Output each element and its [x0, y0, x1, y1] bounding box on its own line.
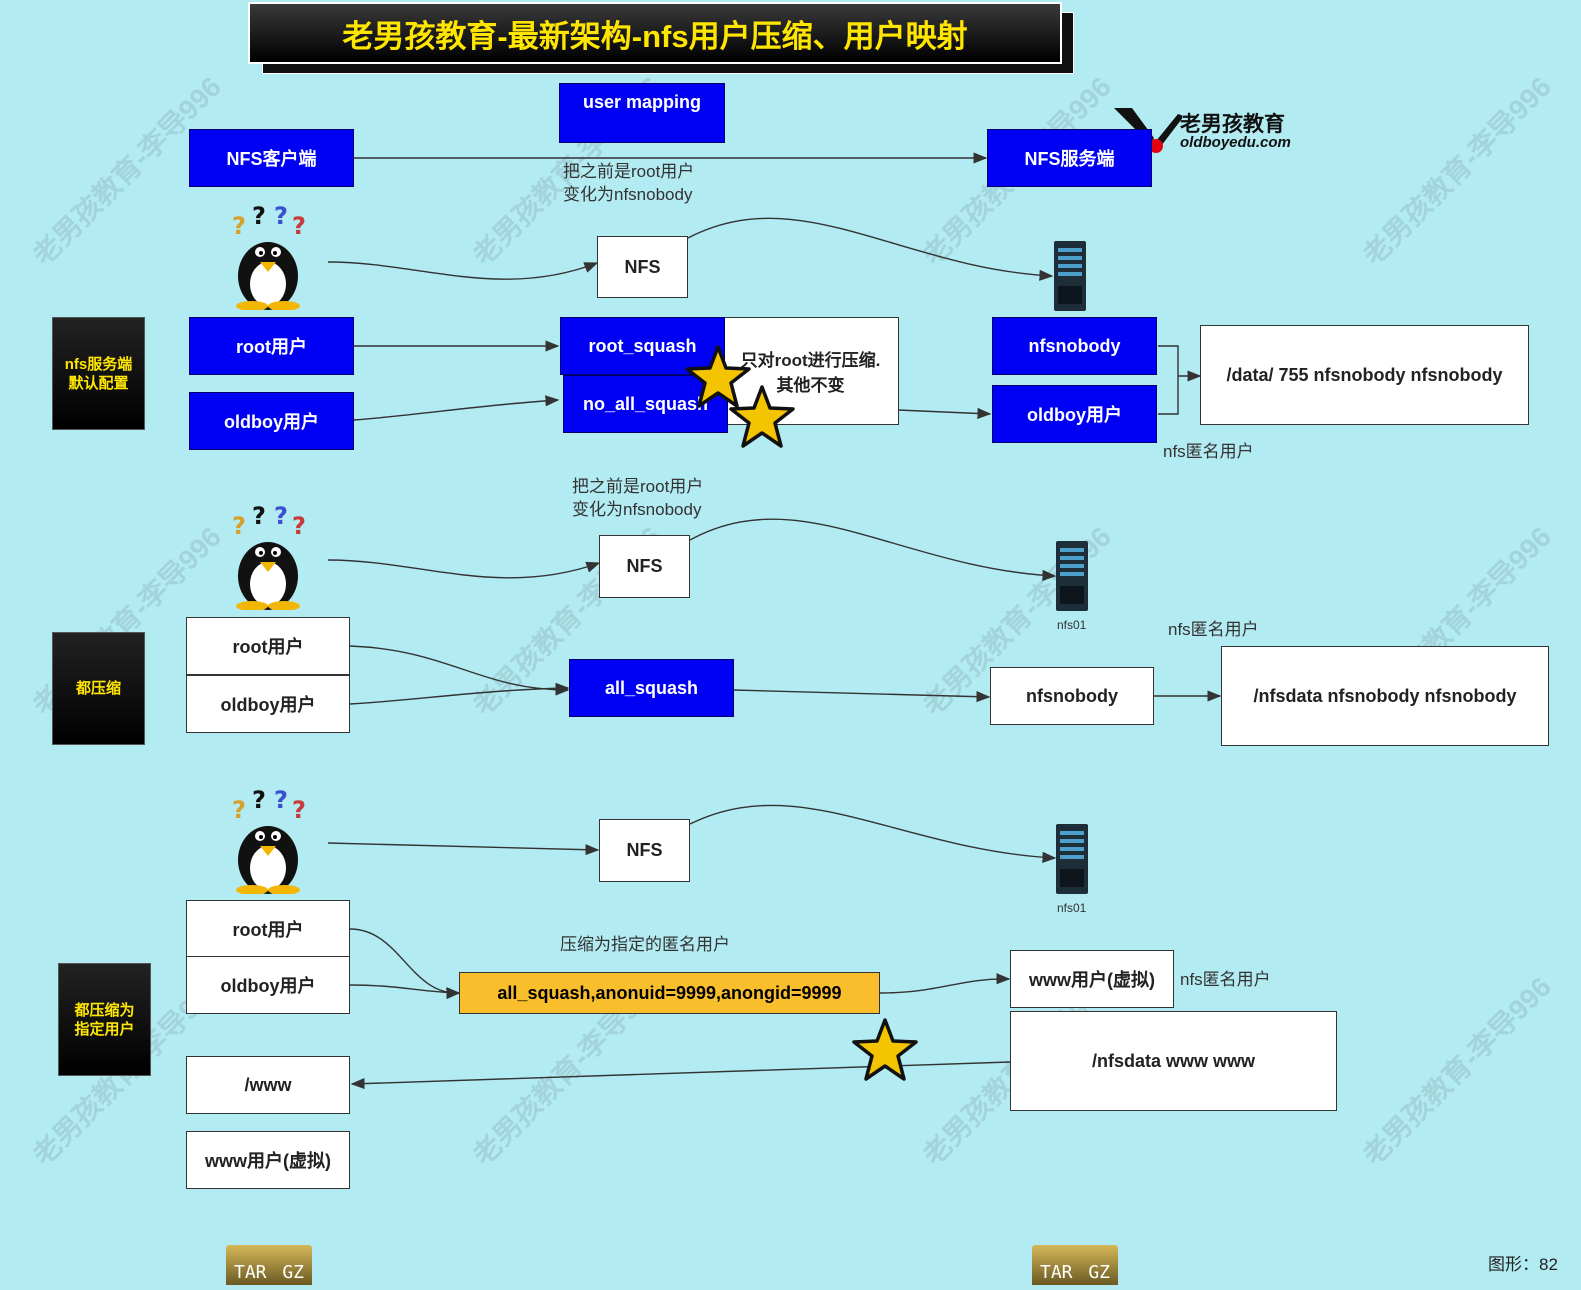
svg-text:?: ? [292, 512, 306, 540]
all-squash-anonuid-box: all_squash,anonuid=9999,anongid=9999 [459, 972, 880, 1014]
section1-nfs-box: NFS [597, 236, 688, 298]
linux-penguin-icon: ???? [232, 502, 306, 610]
question-marks: ???? [232, 502, 306, 540]
section2-nfs-box: NFS [599, 535, 690, 598]
all-squash-box: all_squash [569, 659, 734, 717]
logo: 老男孩教育 oldboyedu.com [1112, 104, 1302, 156]
svg-text:?: ? [274, 502, 288, 530]
tar-gz-archive-icon: TAR GZ [226, 1245, 312, 1285]
shape-count-status: 图形：82 [1488, 1255, 1558, 1274]
svg-text:?: ? [252, 786, 266, 814]
section1-label-line1: nfs服务端 [64, 355, 133, 373]
svg-text:?: ? [252, 502, 266, 530]
root-squash-box: root_squash [560, 317, 725, 375]
tar-gz-archive-icon: TAR GZ [1032, 1245, 1118, 1285]
section1-nfsnobody-box: nfsnobody [992, 317, 1157, 375]
linux-penguin-icon: ???? [232, 786, 306, 894]
section3-www-dir: /www [186, 1056, 350, 1114]
section2-label: 都压缩 [52, 632, 145, 745]
server-rack-icon [1056, 824, 1088, 894]
logo-url: oldboyedu.com [1180, 134, 1291, 151]
section3-root-user: root用户 [186, 900, 350, 958]
page-title: 老男孩教育-最新架构-nfs用户压缩、用户映射 [248, 2, 1062, 64]
top-note-line2: 变化为nfsnobody [563, 185, 693, 204]
section1-oldboy-user: oldboy用户 [189, 392, 354, 450]
archive-left-label: TAR [234, 1262, 267, 1283]
section2-anon-label: nfs匿名用户 [1168, 620, 1259, 639]
section3-server-name: nfs01 [1057, 901, 1087, 915]
section3-oldboy-user: oldboy用户 [186, 956, 350, 1014]
server-rack-icon [1054, 241, 1086, 311]
question-marks: ???? [232, 202, 306, 240]
section1-note-box: 只对root进行压缩. 其他不变 [722, 317, 899, 425]
section3-www-user-client: www用户(虚拟) [186, 1131, 350, 1189]
archive-right-label: GZ [282, 1262, 304, 1283]
section1-root-user: root用户 [189, 317, 354, 375]
star-icon [852, 1018, 918, 1081]
svg-text:?: ? [292, 212, 306, 240]
star-icon [685, 345, 751, 408]
archive-right-label: GZ [1088, 1262, 1110, 1283]
svg-text:?: ? [232, 212, 246, 240]
section1-data-dir: /data/ 755 nfsnobody nfsnobody [1200, 325, 1529, 425]
section3-nfs-box: NFS [599, 819, 690, 882]
section3-label-line1: 都压缩为 [74, 1001, 135, 1019]
section2-oldboy-user: oldboy用户 [186, 675, 350, 733]
archive-left-label: TAR [1040, 1262, 1073, 1283]
section1-label: nfs服务端 默认配置 [52, 317, 145, 430]
section2-data-dir: /nfsdata nfsnobody nfsnobody [1221, 646, 1549, 746]
top-note-line1: 把之前是root用户 [563, 162, 695, 181]
linux-penguin-icon: ???? [232, 202, 306, 310]
section3-label: 都压缩为 指定用户 [58, 963, 151, 1076]
nfs-client-box: NFS客户端 [189, 129, 354, 187]
section3-label-line2: 指定用户 [74, 1020, 135, 1038]
section2-root-user: root用户 [186, 617, 350, 675]
nfs-server-box: NFS服务端 [987, 129, 1152, 187]
question-marks: ???? [232, 786, 306, 824]
user-mapping-box: user mapping [559, 83, 725, 143]
section2-nfsnobody-box: nfsnobody [990, 667, 1154, 725]
star-icon [729, 385, 795, 448]
svg-text:?: ? [274, 202, 288, 230]
section2-server-name: nfs01 [1057, 618, 1087, 632]
svg-text:?: ? [252, 202, 266, 230]
section1-note-line1: 只对root进行压缩. [740, 351, 881, 370]
section1-note-line2: 其他不变 [776, 376, 845, 395]
section3-data-dir: /nfsdata www www [1010, 1011, 1337, 1111]
svg-text:?: ? [232, 796, 246, 824]
section3-anon-label: nfs匿名用户 [1180, 970, 1271, 989]
svg-text:?: ? [274, 786, 288, 814]
svg-text:?: ? [232, 512, 246, 540]
section2-note: 把之前是root用户 变化为nfsnobody [572, 475, 703, 521]
section2-note-line2: 变化为nfsnobody [572, 500, 702, 519]
section1-oldboy-mapped-box: oldboy用户 [992, 385, 1157, 443]
section3-www-user-box: www用户(虚拟) [1010, 950, 1174, 1008]
svg-text:?: ? [292, 796, 306, 824]
section3-note: 压缩为指定的匿名用户 [560, 935, 730, 954]
section2-note-line1: 把之前是root用户 [572, 477, 704, 496]
server-rack-icon [1056, 541, 1088, 611]
section1-label-line2: 默认配置 [68, 374, 129, 392]
top-note: 把之前是root用户 变化为nfsnobody [563, 160, 694, 206]
logo-name: 老男孩教育 [1180, 113, 1285, 136]
section1-anon-label: nfs匿名用户 [1163, 442, 1254, 461]
